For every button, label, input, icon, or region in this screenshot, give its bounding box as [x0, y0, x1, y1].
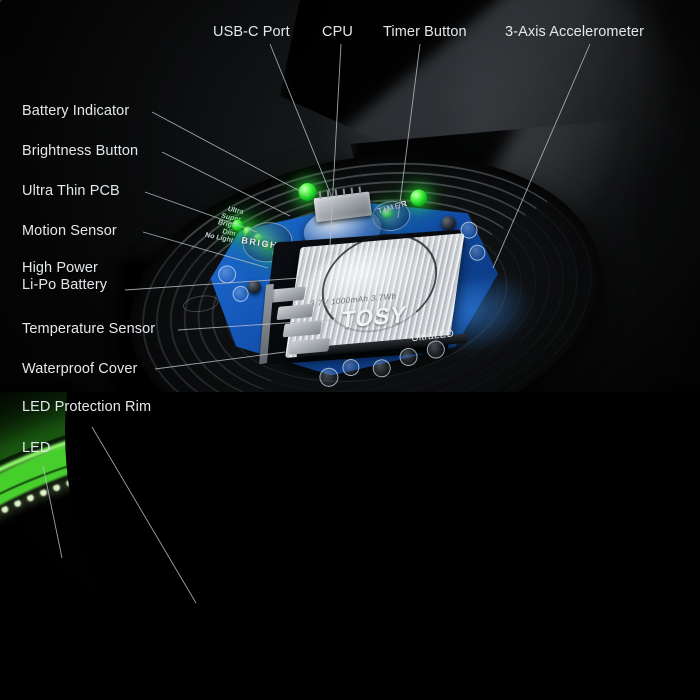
- battery-brand-text: TOSY: [339, 300, 409, 334]
- label-brightness-button: Brightness Button: [22, 143, 139, 159]
- label-3-axis-accelerometer: 3-Axis Accelerometer: [505, 24, 644, 40]
- label-line-2: Li-Po Battery: [22, 277, 108, 293]
- label-cpu: CPU: [322, 24, 353, 40]
- label-temperature-sensor: Temperature Sensor: [22, 321, 156, 337]
- label-high-power-li-po-battery: High Power Li-Po Battery: [22, 260, 107, 294]
- led-protection-rim: [0, 392, 700, 700]
- green-led-top-right: [409, 188, 429, 208]
- label-timer-button: Timer Button: [383, 24, 467, 40]
- rim-lower-shade: [0, 642, 700, 700]
- label-line-1: High Power: [22, 260, 98, 276]
- label-led: LED: [22, 440, 51, 456]
- label-motion-sensor: Motion Sensor: [22, 223, 117, 239]
- label-battery-indicator: Battery Indicator: [22, 103, 130, 119]
- label-ultra-thin-pcb: Ultra Thin PCB: [22, 183, 120, 199]
- label-led-protection-rim: LED Protection Rim: [22, 399, 152, 415]
- ultra-thin-pcb-assembly: Ultra Super Bright Dim No Light BRIGHTNE…: [192, 159, 540, 406]
- label-waterproof-cover: Waterproof Cover: [22, 361, 138, 377]
- battery-indicator-led-1: [231, 219, 244, 232]
- label-usb-c-port: USB-C Port: [213, 24, 290, 40]
